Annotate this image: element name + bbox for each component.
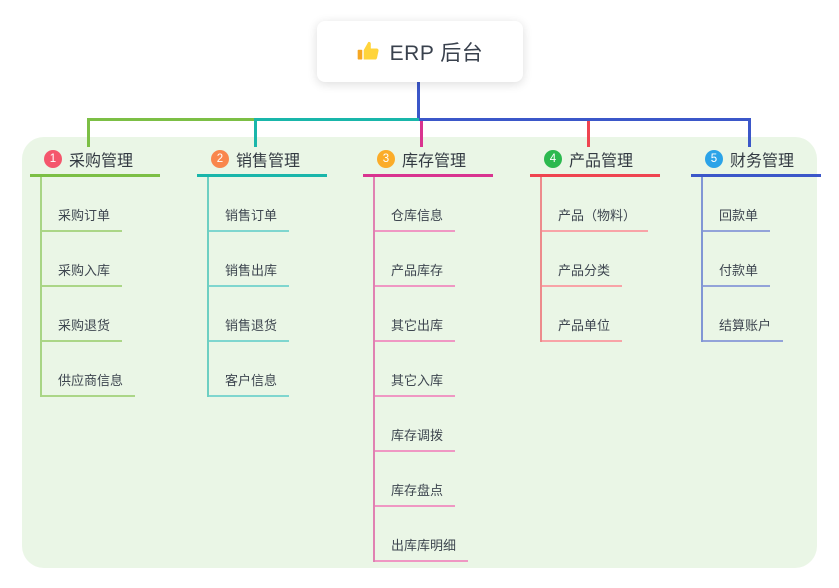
branch-number-badge: 1	[44, 150, 62, 168]
branch-node-finance[interactable]: 5 财务管理	[691, 147, 821, 177]
child-node[interactable]: 库存盘点	[375, 452, 456, 507]
branch-title: 产品管理	[569, 153, 634, 170]
branch-title: 销售管理	[236, 153, 301, 170]
branch-finance: 5 财务管理 回款单 付款单 结算账户	[691, 147, 821, 342]
drop-connector-inventory	[420, 121, 423, 147]
branch-inventory: 3 库存管理 仓库信息 产品库存 其它出库 其它入库 库存调拨 库存盘点 出库库…	[363, 147, 493, 562]
child-node[interactable]: 其它入库	[375, 342, 456, 397]
child-node[interactable]: 采购订单	[42, 177, 123, 232]
child-node[interactable]: 客户信息	[209, 342, 290, 397]
child-node[interactable]: 采购退货	[42, 287, 123, 342]
branches-background-panel	[22, 137, 817, 568]
branch-purchase: 1 采购管理 采购订单 采购入库 采购退货 供应商信息	[30, 147, 160, 397]
child-node[interactable]: 销售订单	[209, 177, 290, 232]
branch-product: 4 产品管理 产品（物料） 产品分类 产品单位	[530, 147, 660, 342]
child-node[interactable]: 销售退货	[209, 287, 290, 342]
child-node[interactable]: 仓库信息	[375, 177, 456, 232]
drop-connector-purchase	[87, 121, 90, 147]
branch-title: 财务管理	[730, 153, 795, 170]
branch-number-badge: 5	[705, 150, 723, 168]
branch-children: 产品（物料） 产品分类 产品单位	[540, 177, 660, 342]
child-node[interactable]: 出库库明细	[375, 507, 469, 562]
root-title: ERP 后台	[389, 41, 484, 65]
child-node[interactable]: 采购入库	[42, 232, 123, 287]
child-node[interactable]: 产品分类	[542, 232, 623, 287]
child-node[interactable]: 销售出库	[209, 232, 290, 287]
branch-title: 库存管理	[402, 153, 467, 170]
bus-line-green	[87, 118, 256, 121]
child-node[interactable]: 结算账户	[703, 287, 784, 342]
branch-number-badge: 3	[377, 150, 395, 168]
child-node[interactable]: 其它出库	[375, 287, 456, 342]
branch-node-inventory[interactable]: 3 库存管理	[363, 147, 493, 177]
root-node[interactable]: ERP 后台	[317, 21, 523, 82]
branch-node-product[interactable]: 4 产品管理	[530, 147, 660, 177]
bus-line-blue	[419, 118, 751, 121]
branch-number-badge: 2	[211, 150, 229, 168]
drop-connector-sales	[254, 121, 257, 147]
child-node[interactable]: 库存调拨	[375, 397, 456, 452]
child-node[interactable]: 产品单位	[542, 287, 623, 342]
drop-connector-finance	[748, 121, 751, 147]
branch-node-sales[interactable]: 2 销售管理	[197, 147, 327, 177]
branch-children: 仓库信息 产品库存 其它出库 其它入库 库存调拨 库存盘点 出库库明细	[373, 177, 493, 562]
branch-title: 采购管理	[69, 153, 134, 170]
branch-sales: 2 销售管理 销售订单 销售出库 销售退货 客户信息	[197, 147, 327, 397]
branch-children: 回款单 付款单 结算账户	[701, 177, 821, 342]
bus-line-teal	[254, 118, 421, 121]
child-node[interactable]: 付款单	[703, 232, 771, 287]
child-node[interactable]: 供应商信息	[42, 342, 136, 397]
branch-children: 采购订单 采购入库 采购退货 供应商信息	[40, 177, 160, 397]
thumbs-up-icon	[357, 40, 380, 63]
child-node[interactable]: 产品（物料）	[542, 177, 649, 232]
branch-number-badge: 4	[544, 150, 562, 168]
child-node[interactable]: 回款单	[703, 177, 771, 232]
drop-connector-product	[587, 121, 590, 147]
branch-node-purchase[interactable]: 1 采购管理	[30, 147, 160, 177]
child-node[interactable]: 产品库存	[375, 232, 456, 287]
root-stem-connector	[417, 82, 420, 119]
branch-children: 销售订单 销售出库 销售退货 客户信息	[207, 177, 327, 397]
